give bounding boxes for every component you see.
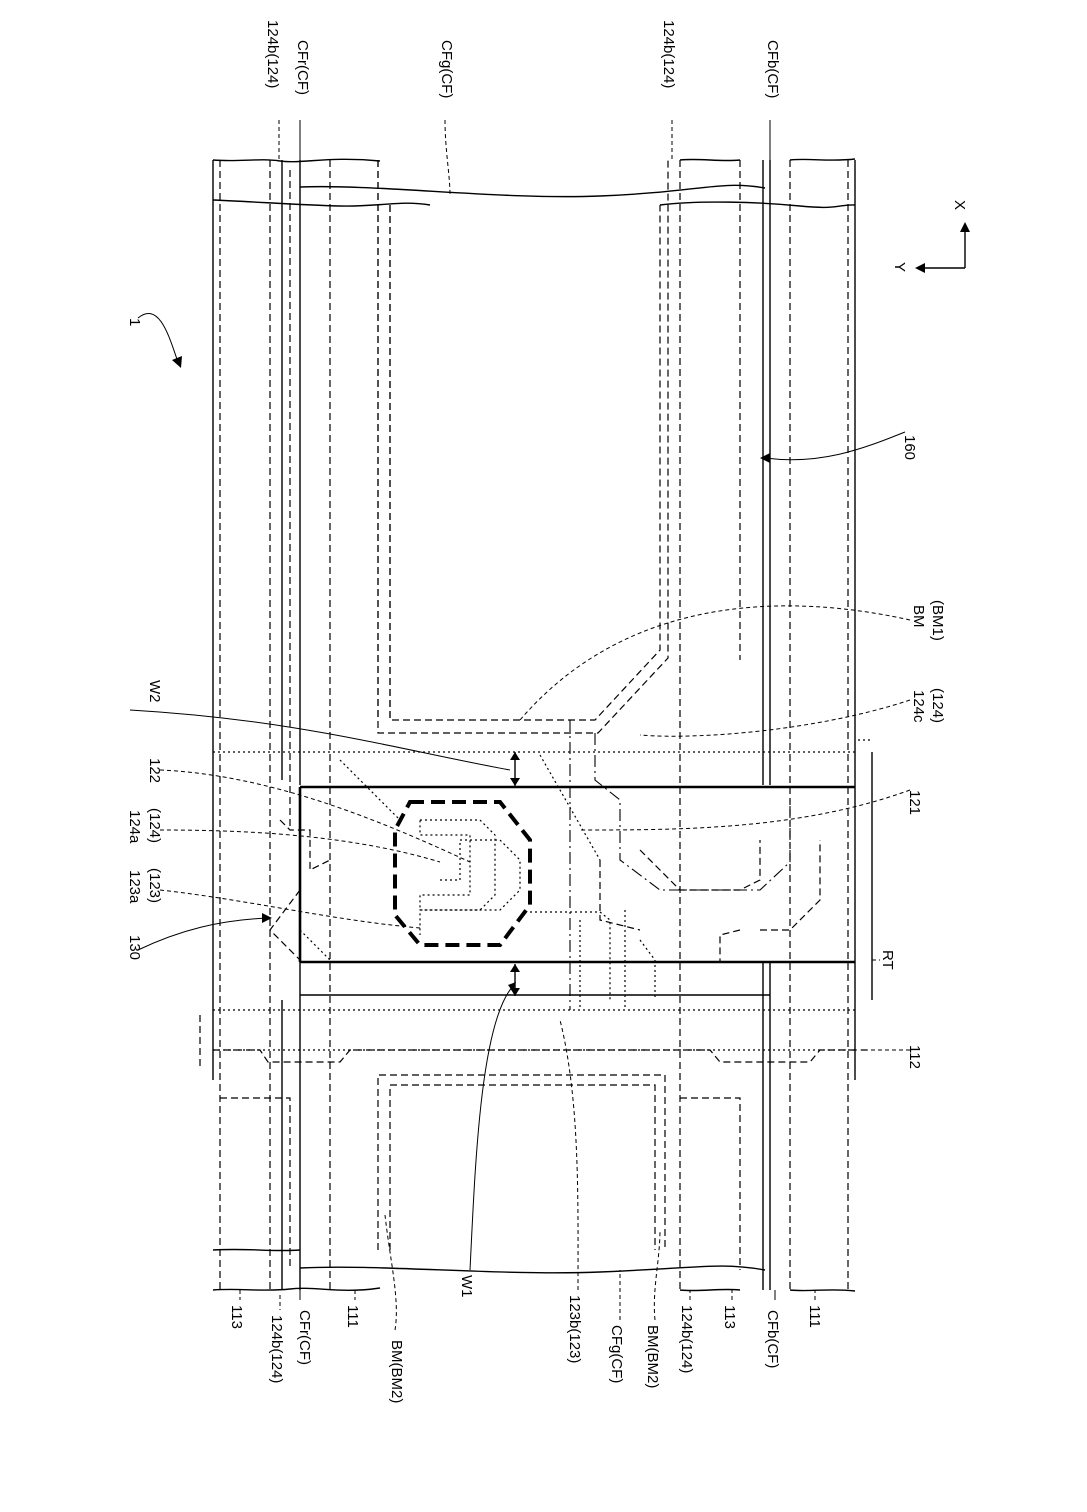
break-line-top-c: [213, 200, 430, 206]
label-bm2-a: BM(BM2): [388, 1340, 405, 1403]
label-124b-bottom-left: 124b(124): [268, 1315, 285, 1383]
label-111-a: 111: [344, 1305, 361, 1328]
w1-arrow: [510, 964, 520, 996]
label-cfg-bottom: CFg(CF): [608, 1325, 625, 1383]
ref-arrow-160: [765, 432, 905, 460]
label-160: 160: [901, 435, 918, 460]
label-axis-x: X: [951, 200, 968, 210]
label-124a-b: (124): [146, 808, 163, 843]
device-ref-arrow: [138, 313, 178, 362]
label-124b-top-right: 124b(124): [660, 20, 677, 88]
label-device-ref: 1: [126, 318, 143, 326]
break-line-bottom-b: [300, 1266, 765, 1273]
label-cfr-bottom: CFr(CF): [296, 1310, 313, 1365]
ref-arrow-130: [138, 918, 268, 950]
label-124c-a: 124c: [910, 690, 927, 723]
label-rt: RT: [879, 950, 896, 970]
label-121: 121: [906, 790, 923, 815]
label-w2: W2: [146, 680, 163, 703]
label-bm2-b: BM(BM2): [644, 1325, 661, 1388]
label-cfr-top: CFr(CF): [294, 40, 311, 95]
label-122: 122: [146, 758, 163, 783]
label-111-b: 111: [806, 1305, 823, 1328]
label-124a-a: 124a: [126, 810, 143, 844]
label-124b-top-left: 124b(124): [264, 20, 281, 88]
contact-hole: [395, 802, 530, 945]
label-bm1-b: (BM1): [929, 600, 946, 641]
break-line-top-d: [660, 202, 855, 207]
break-line-top-b: [300, 185, 765, 196]
label-axis-y: Y: [891, 262, 908, 272]
label-cfb-bottom: CFb(CF): [764, 1310, 781, 1368]
label-cfb-top: CFb(CF): [764, 40, 781, 98]
labels: 1 X Y 124b(124) CFr(CF) CFg(CF) 124b(124…: [126, 20, 968, 1403]
drain-electrode: [420, 840, 520, 935]
w2-arrow: [510, 752, 520, 786]
label-123b: 123b(123): [566, 1295, 583, 1363]
label-130: 130: [126, 935, 143, 960]
label-123a-b: (123): [146, 868, 163, 903]
bm2-opening-left: [378, 1075, 665, 1250]
label-113-b: 113: [721, 1305, 738, 1329]
label-113-a: 113: [228, 1305, 245, 1329]
label-112: 112: [906, 1045, 923, 1069]
axes-indicator: [915, 222, 970, 273]
structure: [130, 120, 970, 1330]
label-123a-a: 123a: [126, 870, 143, 904]
label-124c-b: (124): [929, 688, 946, 723]
break-line-bottom-c: [213, 1249, 300, 1250]
label-bm1-a: BM: [910, 605, 927, 628]
label-124b-bottom-right: 124b(124): [678, 1305, 695, 1373]
break-line-bottom-a: [213, 1288, 380, 1290]
pixel-electrode-124a: [420, 820, 495, 910]
break-line-top-a: [213, 159, 380, 161]
label-cfg-top: CFg(CF): [438, 40, 455, 98]
label-w1: W1: [458, 1275, 475, 1298]
